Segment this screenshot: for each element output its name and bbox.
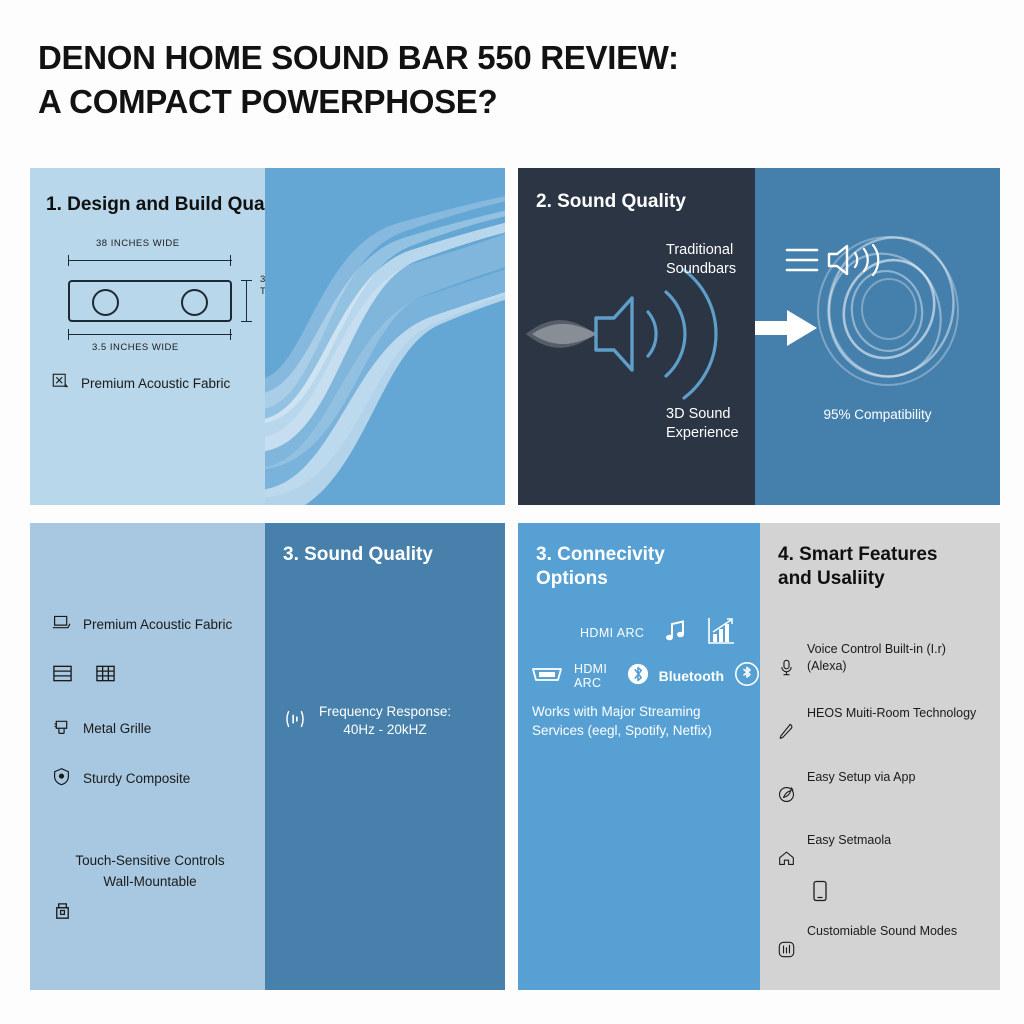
shield-icon (52, 767, 71, 789)
sound-rings-icon (817, 236, 959, 386)
soundbar-outline (68, 280, 232, 322)
panel-sound-quality: 2. Sound Quality Traditional Soundbars 3… (518, 168, 1000, 505)
panel4-smart-title: 4. Smart Features and Usaliity (778, 544, 938, 589)
microphone-icon (778, 642, 795, 681)
dimension-label-width-top: 38 INCHES WIDE (96, 238, 180, 249)
panel2-right-column: 95% Compatibility (755, 168, 1000, 505)
panel3-bottom-text: Touch-Sensitive Controls Wall-Mountable (75, 853, 225, 889)
list-item: Voice Control Built-in (I.r) (Alexa) (778, 641, 1000, 681)
list-item: Sturdy Composite (52, 767, 265, 789)
pen-icon (778, 706, 795, 745)
list-item-label: HEOS Muiti-Room Technology (807, 705, 977, 720)
panel2-label-3d-sound: 3D Sound Experience (666, 406, 739, 441)
list-item-label: Easy Setmaola (807, 833, 892, 848)
fabric-swatch-icon (52, 373, 69, 393)
bluetooth-label: Bluetooth (658, 667, 724, 684)
rocket-icon (778, 770, 795, 809)
panel1-left-column: 1. Design and Build Quality 38 INCHES WI… (30, 168, 265, 505)
panel3-right-column: 3. Sound Quality Frequency Response: 40H… (265, 523, 505, 990)
dimension-label-height: 3.5 INCHES TALL (260, 274, 265, 297)
driver-circle-left (92, 289, 119, 316)
phone-icon (812, 880, 1000, 907)
panel1-feature-row: Premium Acoustic Fabric (52, 373, 230, 393)
grid-icon (95, 663, 116, 689)
flowing-wave-decoration (265, 196, 505, 505)
home-icon (778, 833, 795, 872)
title-line-2: A Compact Powerphose? (38, 82, 498, 120)
panel4-right-column: 4. Smart Features and Usaliity Voice Con… (760, 523, 1000, 990)
compatibility-label: 95% Compatibility (823, 407, 932, 422)
page-title: Denon Home Sound Bar 550 Review: A Compa… (38, 36, 858, 123)
list-item-label: Easy Setup via App (807, 769, 916, 784)
rows-icon (52, 663, 73, 689)
equalizer-speaker-icon (785, 243, 880, 277)
panel1-right-column (265, 168, 505, 505)
panel3-feature-list: Premium Acoustic Fabric Metal Grille (52, 613, 265, 817)
list-item-label: Voice Control Built-in (I.r) (Alexa) (807, 642, 946, 673)
dimension-label-width-bottom: 3.5 INCHES WIDE (92, 342, 179, 353)
panel2-label-traditional: Traditional Soundbars (666, 242, 737, 277)
list-item: Customiable Sound Modes (778, 923, 1000, 963)
smart-features-list: Voice Control Built-in (I.r) (Alexa) HEO… (778, 641, 1000, 987)
list-item: HEOS Muiti-Room Technology (778, 705, 1000, 745)
list-item-label: Sturdy Composite (83, 770, 191, 786)
streaming-services-note: Works with Major Streaming Services (eeg… (532, 704, 712, 738)
title-line-1: Denon Home Sound Bar 550 Review: (38, 39, 679, 76)
hdmi-connector-icon (530, 663, 564, 688)
list-item-label: Metal Grille (83, 720, 152, 736)
panel-connectivity-smart: 3. Connecivity Options HDMI ARC HDMI ARC (518, 523, 1000, 990)
music-note-icon (662, 618, 688, 647)
panel2-title: 2. Sound Quality (536, 191, 686, 212)
list-item: Premium Acoustic Fabric (52, 613, 265, 635)
bluetooth-icon (627, 663, 649, 688)
equalizer-circle-icon (778, 924, 795, 963)
list-item-label: Premium Acoustic Fabric (83, 616, 233, 632)
list-item: Metal Grille (52, 717, 265, 739)
panel3-icon-pair (52, 663, 265, 689)
panel3-left-column: Premium Acoustic Fabric Metal Grille (30, 523, 265, 990)
frequency-response-label: Frequency Response: 40Hz - 20kHZ (319, 704, 452, 738)
hdmi-arc-label: HDMI ARC (574, 661, 608, 690)
list-item: Easy Setmaola (778, 832, 1000, 872)
connectivity-row-1: HDMI ARC (580, 616, 736, 649)
panel1-title: 1. Design and Build Quality (46, 194, 265, 215)
panel1-feature-label: Premium Acoustic Fabric (81, 375, 231, 391)
panel-design-build-quality: 1. Design and Build Quality 38 INCHES WI… (30, 168, 505, 505)
bluetooth-circle-icon (734, 661, 760, 690)
fabric-panel-icon (52, 613, 71, 635)
grille-icon (52, 717, 71, 739)
frequency-response-row: Frequency Response: 40Hz - 20kHZ (283, 703, 451, 739)
panel4-connectivity-title: 3. Connecivity Options (536, 544, 665, 589)
panel2-left-column: 2. Sound Quality Traditional Soundbars 3… (518, 168, 755, 505)
audio-level-icon (283, 707, 307, 736)
hdmi-arc-label-top: HDMI ARC (580, 625, 645, 640)
panel-build-features: Premium Acoustic Fabric Metal Grille (30, 523, 505, 990)
list-item: Easy Setup via App (778, 769, 1000, 809)
driver-circle-right (181, 289, 208, 316)
bar-chart-icon (706, 616, 736, 649)
soundbar-dimension-diagram: 38 INCHES WIDE 3.5 INCHES TALL 3.5 INCHE… (60, 238, 265, 358)
panel3-title: 3. Sound Quality (283, 544, 433, 565)
speaker-waves-icon (526, 268, 718, 400)
panel4-left-column: 3. Connecivity Options HDMI ARC HDMI ARC (518, 523, 760, 990)
list-item-label: Customiable Sound Modes (807, 924, 958, 938)
wall-mount-icon (52, 901, 73, 927)
connectivity-row-2: HDMI ARC Bluetooth (530, 661, 760, 690)
arrow-right-icon (755, 310, 817, 346)
